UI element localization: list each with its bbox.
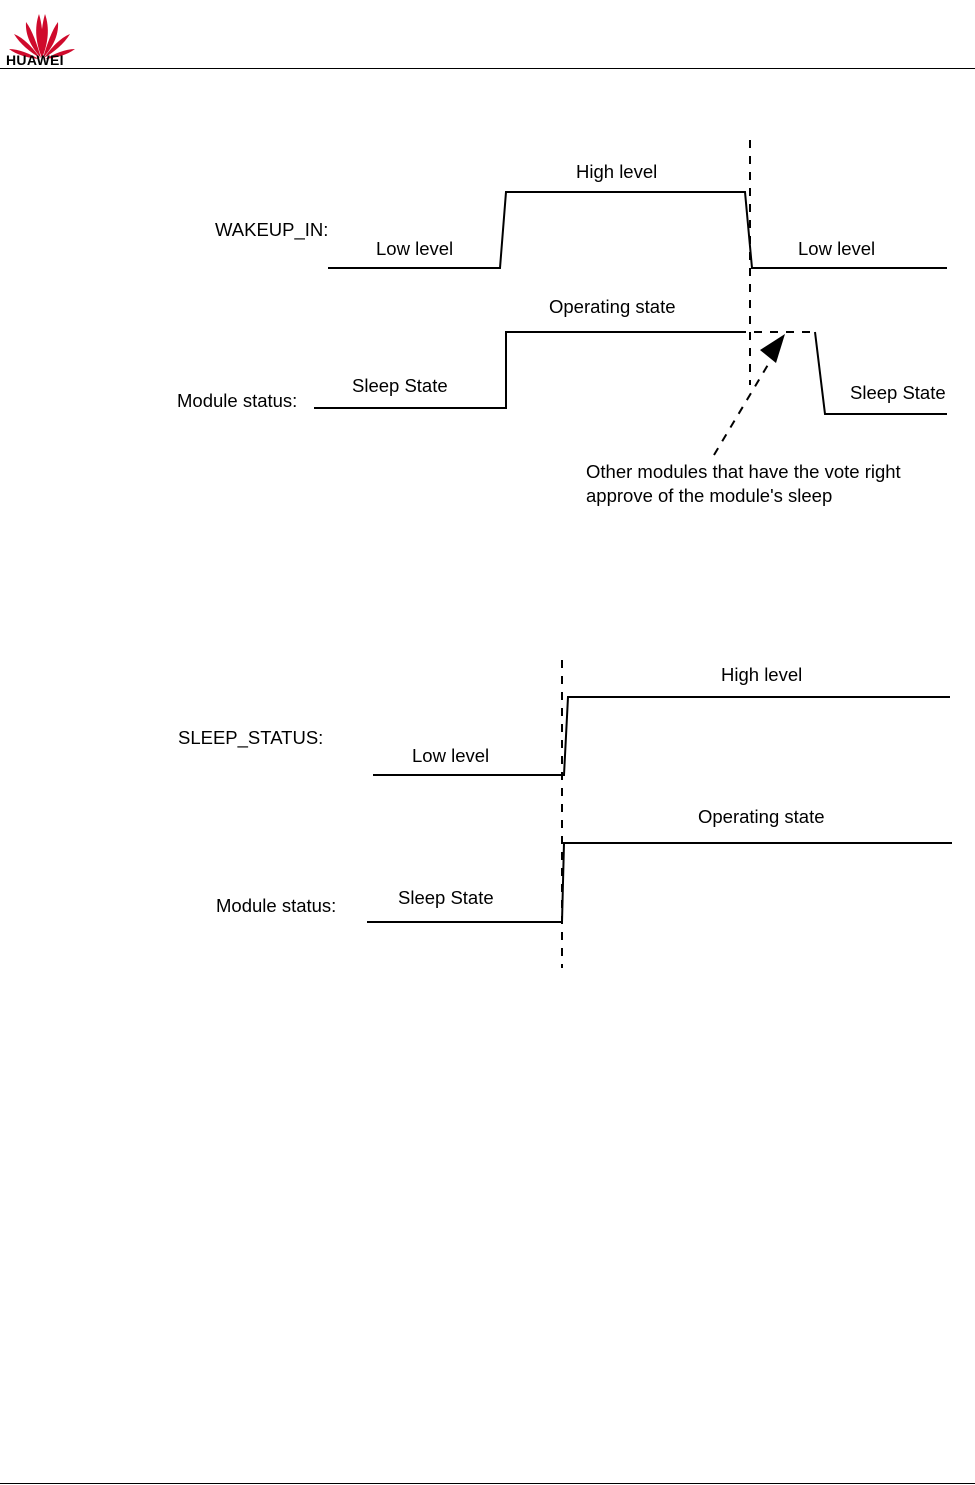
wakeup-low-right-label: Low level [798,238,875,259]
sleep-status-low-label: Low level [412,745,489,766]
wakeup-in-label: WAKEUP_IN: [215,219,328,241]
wakeup-in-diagram: WAKEUP_IN: Low level High level Low leve… [177,140,947,506]
header-rule [0,68,975,69]
sleep-status-high-label: High level [721,664,802,685]
annotation-pointer-line [713,357,773,456]
sleep-state-left-label-1: Sleep State [352,375,448,396]
sleep-state-label-2: Sleep State [398,887,494,908]
sleep-status-waveform [373,696,950,776]
sleep-status-label: SLEEP_STATUS: [178,727,323,749]
footer-rule [0,1483,975,1484]
annotation-line-2: approve of the module's sleep [586,485,832,506]
operating-state-label-2: Operating state [698,806,825,827]
module-status-waveform-2 [367,842,952,923]
wakeup-high-label: High level [576,161,657,182]
brand-name: HUAWEI [6,52,64,68]
sleep-state-right-label-1: Sleep State [850,382,946,403]
module-status-label-2: Module status: [216,895,336,916]
module-status-sleep-drop [814,331,947,415]
wakeup-in-waveform [328,191,947,269]
sleep-status-diagram: SLEEP_STATUS: Low level High level Modul… [178,660,952,968]
module-status-waveform-1 [314,331,738,409]
annotation-line-1: Other modules that have the vote right [586,461,901,482]
module-status-label-1: Module status: [177,390,297,411]
huawei-flower-logo-icon [9,14,75,59]
wakeup-low-left-label: Low level [376,238,453,259]
operating-state-label-1: Operating state [549,296,676,317]
annotation-arrowhead-icon [760,334,785,363]
